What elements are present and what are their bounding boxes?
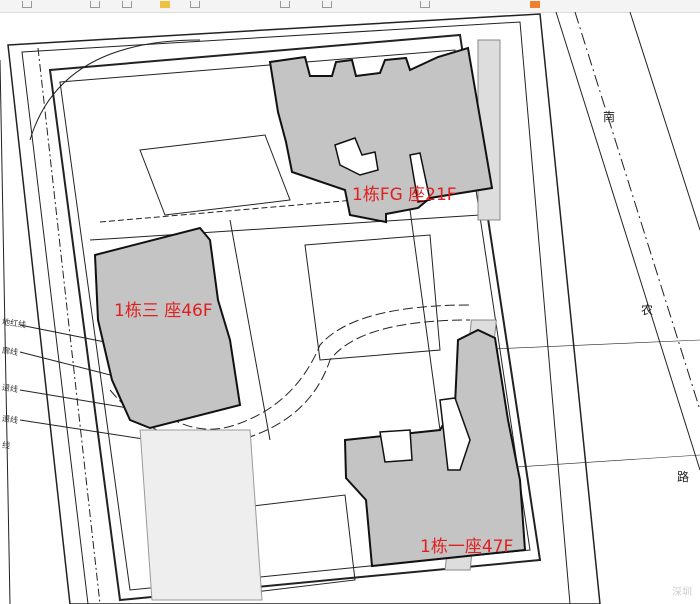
toolbar-icon[interactable] bbox=[122, 1, 132, 8]
toolbar-icon[interactable] bbox=[90, 1, 100, 8]
side-label: 廓线 bbox=[1, 345, 19, 358]
road-char: 南 bbox=[603, 110, 616, 124]
building-yi bbox=[343, 328, 527, 568]
toolbar-icon[interactable] bbox=[190, 1, 200, 8]
building-label-yi: 1栋一座47F bbox=[420, 537, 514, 557]
site-boundary-inner bbox=[21, 21, 571, 604]
toolbar-icon[interactable] bbox=[420, 1, 430, 8]
building-san bbox=[93, 226, 242, 430]
watermark: 深圳 bbox=[672, 587, 692, 598]
toolbar-icon[interactable] bbox=[22, 1, 32, 8]
building-fg bbox=[268, 46, 494, 224]
toolbar-icon[interactable] bbox=[530, 1, 540, 8]
side-label: 退线 bbox=[1, 382, 19, 395]
road-char: 路 bbox=[677, 470, 690, 484]
side-label: 退线 bbox=[1, 413, 19, 426]
building-label-fg: 1栋FG 座21F bbox=[352, 185, 457, 205]
podium-outline bbox=[48, 33, 542, 602]
road-char: 农 bbox=[641, 303, 654, 317]
viewer-toolbar bbox=[0, 0, 700, 13]
paving-area bbox=[139, 429, 263, 601]
building-label-san: 1栋三 座46F bbox=[114, 301, 213, 321]
podium-inner bbox=[59, 49, 531, 591]
highlight-icon[interactable] bbox=[160, 1, 170, 8]
site-boundary-outer bbox=[7, 13, 601, 604]
toolbar-icon[interactable] bbox=[280, 1, 290, 8]
side-label: 线 bbox=[1, 440, 11, 451]
toolbar-icon[interactable] bbox=[322, 1, 332, 8]
